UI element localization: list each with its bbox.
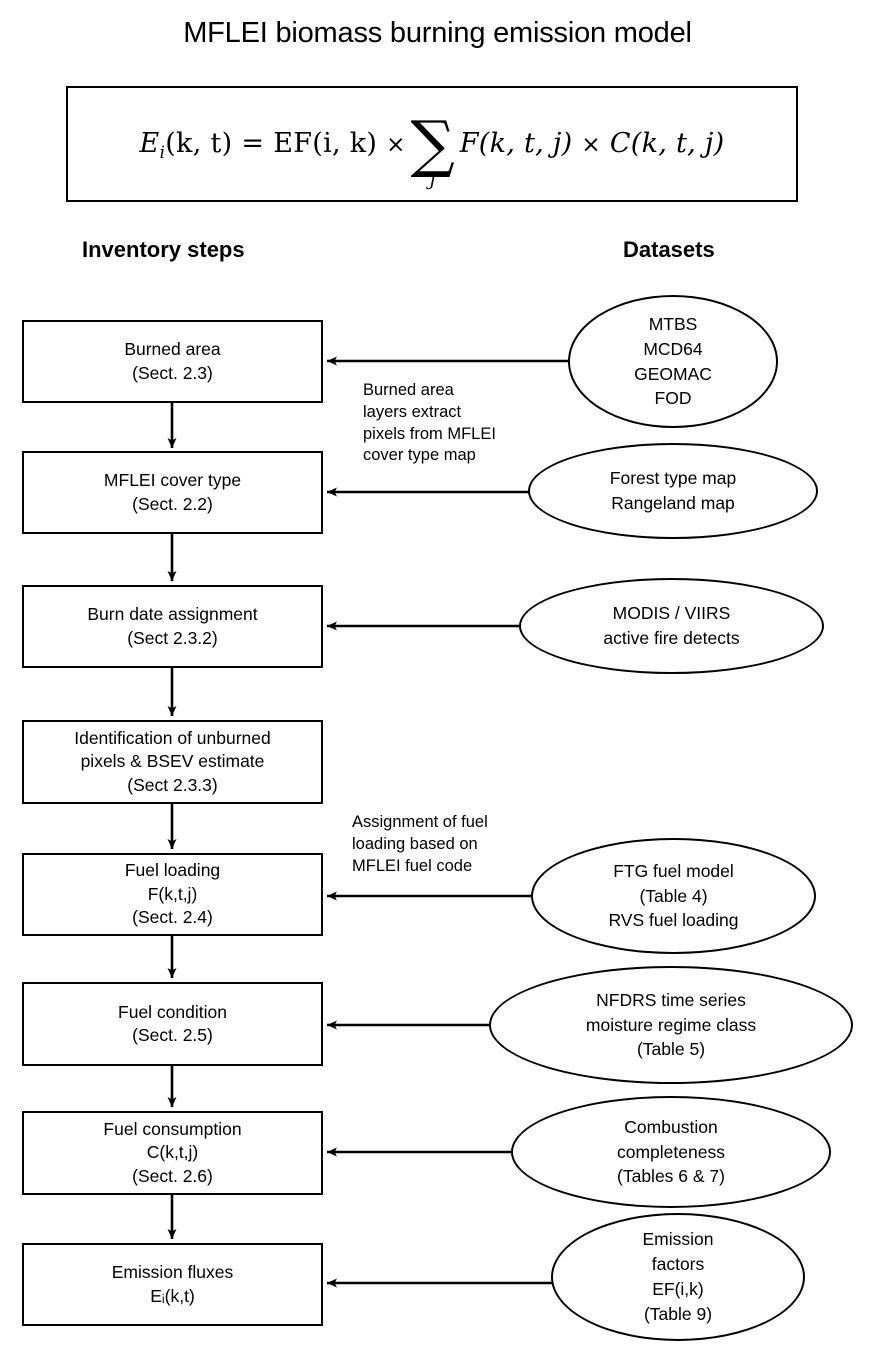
formula-f-term: F(k, t, j) (459, 127, 573, 159)
step-box-emission-fluxes[interactable]: Emission fluxes Eᵢ(k,t) (22, 1243, 323, 1326)
dataset-line: MODIS / VIIRS (612, 603, 731, 624)
step-line: (Sect 2.3.2) (127, 627, 218, 648)
formula-lhs-sub: i (159, 141, 166, 162)
step-box-burned-area[interactable]: Burned area (Sect. 2.3) (22, 320, 323, 403)
dataset-ellipse-cover-type-sources[interactable]: Forest type map Rangeland map (528, 443, 818, 539)
step-line: (Sect. 2.4) (132, 907, 213, 928)
step-line: Burn date assignment (87, 604, 258, 625)
formula-lhs-args: (k, t) (165, 127, 233, 159)
dataset-line: MCD64 (643, 338, 703, 359)
dataset-line: GEOMAC (634, 363, 712, 384)
dataset-line: Rangeland map (611, 493, 735, 513)
dataset-line: NFDRS time series (596, 989, 746, 1010)
annotation-line: MFLEI fuel code (352, 856, 473, 875)
dataset-ellipse-emission-factor-sources[interactable]: Emission factors EF(i,k) (Table 9) (551, 1213, 805, 1341)
step-line: Emission fluxes (111, 1262, 234, 1283)
dataset-line: factors (651, 1254, 705, 1275)
sigma-icon: ∑ (410, 106, 456, 180)
step-line: MFLEI cover type (103, 470, 242, 491)
step-line: Fuel consumption (103, 1118, 242, 1139)
step-line: (Sect. 2.6) (132, 1165, 213, 1186)
column-header-datasets: Datasets (623, 237, 715, 262)
step-box-fuel-loading[interactable]: Fuel loading F(k,t,j) (Sect. 2.4) (22, 853, 323, 936)
step-line: Burned area (124, 339, 221, 360)
dataset-line: (Table 5) (636, 1039, 706, 1060)
step-line: (Sect. 2.2) (132, 493, 213, 514)
dataset-ellipse-burned-area-sources[interactable]: MTBS MCD64 GEOMAC FOD (568, 295, 778, 428)
formula-ef-term: EF(i, k) (273, 127, 378, 159)
formula-times-1: × (386, 131, 406, 158)
dataset-line: Emission (642, 1229, 714, 1250)
step-line: F(k,t,j) (147, 883, 198, 904)
dataset-line: (Table 4) (639, 885, 708, 906)
dataset-line: MTBS (648, 313, 698, 334)
page-title: MFLEI biomass burning emission model (183, 17, 692, 49)
step-line: (Sect. 2.5) (132, 1025, 213, 1045)
step-box-mflei-cover-type[interactable]: MFLEI cover type (Sect. 2.2) (22, 451, 323, 534)
step-box-unburned-pixels[interactable]: Identification of unburned pixels & BSEV… (22, 720, 323, 804)
annotation-line: Assignment of fuel (352, 813, 488, 831)
dataset-line: FTG fuel model (613, 860, 734, 881)
dataset-ellipse-fuel-model-sources[interactable]: FTG fuel model (Table 4) RVS fuel loadin… (531, 838, 816, 954)
dataset-line: active fire detects (603, 628, 740, 648)
step-box-fuel-consumption[interactable]: Fuel consumption C(k,t,j) (Sect. 2.6) (22, 1111, 323, 1195)
step-box-burn-date-assignment[interactable]: Burn date assignment (Sect 2.3.2) (22, 585, 323, 668)
dataset-line: Forest type map (609, 468, 737, 489)
step-line: Identification of unburned (74, 727, 271, 748)
step-line: pixels & BSEV estimate (80, 751, 265, 772)
dataset-line: Combustion (624, 1116, 718, 1137)
formula-equals: = (241, 127, 265, 159)
annotation-line: layers extract (363, 402, 462, 421)
dataset-line: FOD (654, 388, 692, 409)
dataset-ellipse-active-fire-sources[interactable]: MODIS / VIIRS active fire detects (519, 578, 824, 674)
annotation-fuel-loading-assignment: Assignment of fuel loading based on MFLE… (352, 812, 488, 877)
dataset-line: (Tables 6 & 7) (617, 1166, 725, 1187)
step-line: (Sect 2.3.3) (127, 774, 218, 795)
step-box-fuel-condition[interactable]: Fuel condition (Sect. 2.5) (22, 982, 323, 1066)
step-line: Fuel loading (124, 860, 221, 881)
dataset-ellipse-moisture-sources[interactable]: NFDRS time series moisture regime class … (489, 966, 853, 1084)
summation-symbol: ∑j (410, 106, 456, 189)
dataset-line: completeness (617, 1141, 725, 1162)
dataset-line: (Table 9) (643, 1303, 713, 1324)
dataset-line: RVS fuel loading (608, 910, 739, 931)
formula-lhs-var: E (139, 127, 160, 159)
summation-index: j (429, 167, 436, 190)
column-header-inventory-steps: Inventory steps (82, 237, 245, 262)
annotation-line: cover type map (363, 446, 476, 465)
dataset-ellipse-combustion-sources[interactable]: Combustion completeness (Tables 6 & 7) (511, 1096, 831, 1208)
step-line: (Sect. 2.3) (132, 362, 213, 383)
step-line: C(k,t,j) (146, 1142, 199, 1163)
formula-c-term: C(k, t, j) (609, 127, 725, 159)
annotation-line: pixels from MFLEI (363, 424, 496, 443)
annotation-burned-area-extract: Burned area layers extract pixels from M… (363, 380, 496, 467)
annotation-line: loading based on (352, 834, 478, 853)
dataset-line: EF(i,k) (652, 1279, 704, 1299)
formula-times-2: × (581, 131, 601, 158)
dataset-line: moisture regime class (585, 1014, 757, 1035)
step-line: Fuel condition (118, 1001, 227, 1022)
annotation-line: Burned area (363, 381, 454, 399)
step-line: Eᵢ(k,t) (150, 1285, 195, 1306)
